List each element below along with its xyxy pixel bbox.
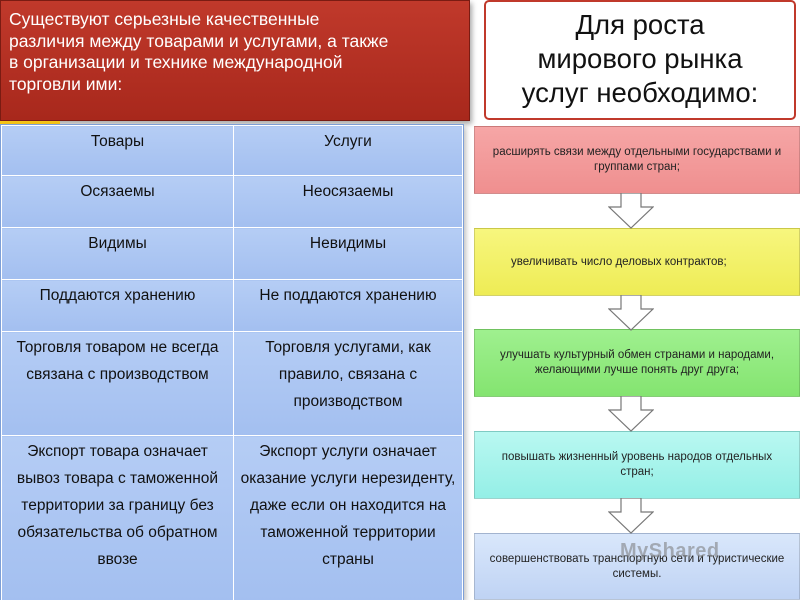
heading-line-3: в организации и технике международной	[9, 52, 343, 72]
title-line-1: Для роста	[575, 9, 705, 40]
goods-services-table: Товары Услуги Осязаемы Неосязаемы Видимы…	[0, 124, 464, 600]
flow-step-text: улучшать культурный обмен странами и нар…	[499, 349, 775, 376]
flow-step-2: увеличивать число деловых контрактов;	[474, 228, 800, 296]
cell-services: Не поддаются хранению	[233, 279, 463, 332]
cell-goods: Экспорт товара означает вывоз товара с т…	[1, 435, 234, 600]
cell-services: Невидимы	[233, 227, 463, 280]
comparison-table: Товары Услуги Осязаемы Неосязаемы Видимы…	[1, 125, 463, 600]
table-row: Поддаются хранению Не поддаются хранению	[1, 279, 463, 332]
header-goods: Товары	[1, 125, 234, 176]
table-header-row: Товары Услуги	[1, 125, 463, 176]
down-arrow-icon	[608, 396, 654, 432]
cell-goods: Торговля товаром не всегда связана с про…	[1, 331, 234, 436]
cell-goods: Видимы	[1, 227, 234, 280]
table-row: Видимы Невидимы	[1, 227, 463, 280]
flow-step-text: расширять связи между отдельными государ…	[492, 146, 782, 173]
table-row: Экспорт товара означает вывоз товара с т…	[1, 435, 463, 600]
down-arrow-icon	[608, 498, 654, 534]
heading-accent-tab	[0, 121, 60, 126]
flow-step-3: улучшать культурный обмен странами и нар…	[474, 329, 800, 397]
cell-services: Торговля услугами, как правило, связана …	[233, 331, 463, 436]
table-row: Торговля товаром не всегда связана с про…	[1, 331, 463, 436]
cell-services: Экспорт услуги означает оказание услуги …	[233, 435, 463, 600]
cell-services: Неосязаемы	[233, 175, 463, 228]
title-line-3: услуг необходимо:	[521, 77, 759, 108]
table-row: Осязаемы Неосязаемы	[1, 175, 463, 228]
comparison-heading: Существуют серьезные качественные различ…	[0, 0, 470, 121]
flow-step-text: повышать жизненный уровень народов отдел…	[501, 451, 773, 478]
title-line-2: мирового рынка	[537, 43, 743, 74]
flow-step-5: совершенствовать транспортную сети и тур…	[474, 533, 800, 600]
flow-step-text: увеличивать число деловых контрактов;	[511, 255, 727, 268]
heading-line-2: различия между товарами и услугами, а та…	[9, 30, 389, 51]
down-arrow-icon	[608, 193, 654, 229]
heading-line-1: Существуют серьезные качественные	[9, 9, 320, 29]
flow-step-1: расширять связи между отдельными государ…	[474, 126, 800, 194]
flow-step-text: совершенствовать транспортную сети и тур…	[489, 552, 785, 580]
flow-step-4: повышать жизненный уровень народов отдел…	[474, 431, 800, 499]
heading-line-4: торговли ими:	[9, 73, 123, 94]
cell-goods: Поддаются хранению	[1, 279, 234, 332]
cell-goods: Осязаемы	[1, 175, 234, 228]
growth-title: Для роста мирового рынка услуг необходим…	[484, 0, 796, 120]
down-arrow-icon	[608, 295, 654, 331]
header-services: Услуги	[233, 125, 463, 176]
